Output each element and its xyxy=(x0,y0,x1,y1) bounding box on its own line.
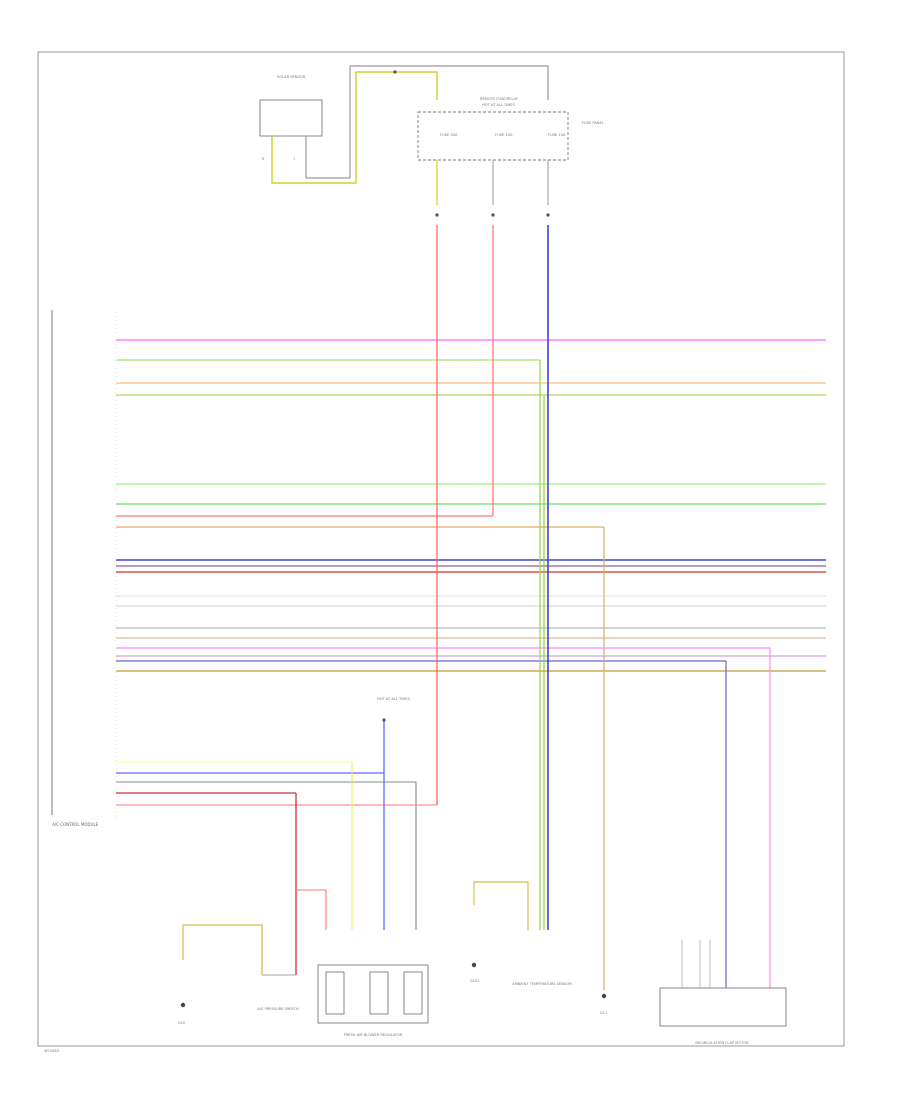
ground-2-label: G101 xyxy=(470,979,480,983)
blower-regulator-label: FRESH AIR BLOWER REGULATOR xyxy=(344,1033,403,1037)
blower-regulator: FRESH AIR BLOWER REGULATOR xyxy=(317,964,429,1037)
ambient-sensor: G101 AMBIENT TEMPERATURE SENSOR xyxy=(470,881,572,986)
vertical-feeders xyxy=(436,225,771,990)
diagram-frame xyxy=(37,51,845,1047)
fuse-panel-caption: FUSE PANEL xyxy=(582,121,604,125)
ground-1-label: G10 xyxy=(178,1021,186,1025)
a-c-pressure-switch: G10 A/C PRESSURE SWITCH xyxy=(178,924,299,1025)
pressure-switch-label: A/C PRESSURE SWITCH xyxy=(257,1007,299,1011)
lower-harness xyxy=(116,720,437,975)
wire-sensor-relay-2 xyxy=(305,65,549,179)
recirc-motor-label: RECIRCULATION FLAP MOTOR xyxy=(695,1041,749,1045)
fuse-1-label: FUSE 30A xyxy=(440,133,458,137)
horizontal-harness xyxy=(116,339,826,672)
solar-sensor: SOLAR SENSOR B 1 xyxy=(259,75,323,170)
tap-label: HOT AT ALL TIMES xyxy=(482,103,516,107)
svg-text:B: B xyxy=(262,157,265,161)
fuse-2-label: FUSE 10A xyxy=(495,133,513,137)
hot-tap-label: HOT AT ALL TIMES xyxy=(377,697,411,701)
ambient-sensor-label: AMBIENT TEMPERATURE SENSOR xyxy=(512,982,572,986)
svg-text:1: 1 xyxy=(293,157,295,161)
ground-3-label: G11 xyxy=(600,1011,607,1015)
fuse-3-label: FUSE 10A xyxy=(548,133,566,137)
module-label: A/C CONTROL MODULE xyxy=(52,822,99,827)
figure-id: W74483 xyxy=(44,1049,59,1053)
relay-label: REMOTE FUSE/RELAY xyxy=(480,97,519,101)
fuse-panel: FUSE 30A FUSE 10A FUSE 10A FUSE PANEL HO… xyxy=(417,103,604,161)
solar-sensor-label: SOLAR SENSOR xyxy=(277,75,306,79)
wire-sensor-relay-1 xyxy=(271,71,438,184)
recirc-motor: RECIRCULATION FLAP MOTOR xyxy=(659,940,787,1045)
